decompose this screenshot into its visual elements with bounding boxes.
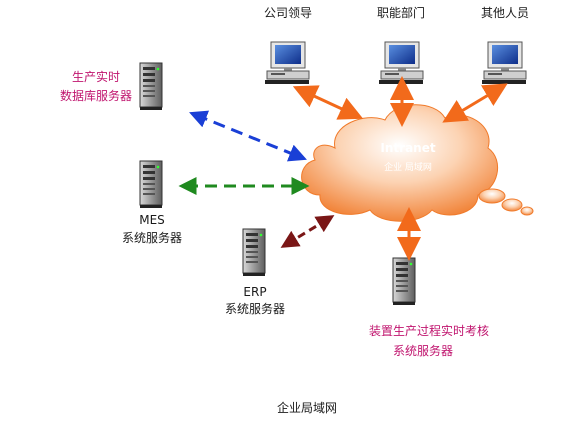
erp-link-arrow (280, 215, 335, 248)
department-computer-icon (378, 41, 424, 85)
leader-label: 公司领导 (263, 6, 313, 20)
erp-label-line1: ERP (243, 285, 267, 299)
other-staff-computer-icon (481, 41, 527, 85)
other-staff-link-arrow (442, 83, 508, 123)
erp-label-line2: 系统服务器 (224, 302, 286, 316)
erp-server-icon (242, 228, 266, 277)
mes-server-icon (139, 160, 163, 209)
realtime-db-label-line2: 数据库服务器 (59, 89, 133, 103)
realtime-db-server-icon (139, 62, 163, 111)
realtime-db-link-arrow (189, 110, 307, 162)
department-label: 职能部门 (376, 6, 426, 20)
diagram-caption: 企业局域网 (276, 401, 338, 415)
assessment-server-icon (392, 257, 416, 306)
intranet-cloud (301, 104, 534, 222)
realtime-db-label-line1: 生产实时 (71, 70, 121, 84)
leader-link-arrow (292, 85, 364, 120)
assessment-label-line2: 系统服务器 (392, 344, 454, 358)
other-staff-label: 其他人员 (480, 6, 530, 20)
network-name: Intranet (380, 141, 436, 155)
leader-computer-icon (264, 41, 310, 85)
assessment-label-line1: 装置生产过程实时考核 (368, 324, 490, 338)
network-subtitle: 企业 局域网 (384, 163, 432, 173)
mes-label-line1: MES (139, 213, 165, 227)
mes-label-line2: 系统服务器 (121, 231, 183, 245)
